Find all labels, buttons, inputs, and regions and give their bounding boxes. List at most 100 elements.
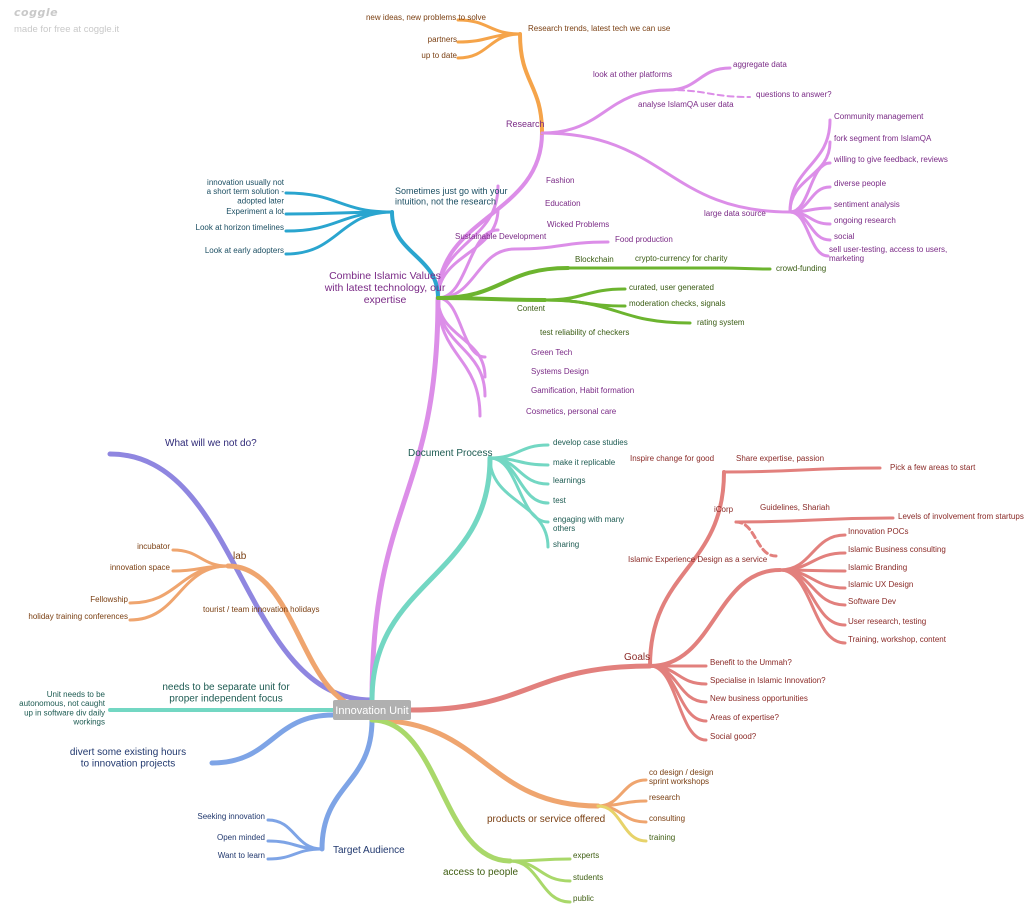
node-content[interactable]: Content xyxy=(517,304,546,313)
node-products[interactable]: products or service offered xyxy=(487,814,605,825)
node-wicked[interactable]: Wicked Problems xyxy=(547,220,609,229)
branch-link xyxy=(718,266,772,271)
node-learnings[interactable]: learnings xyxy=(553,476,585,485)
node-open[interactable]: Open minded xyxy=(217,833,265,842)
node-lab[interactable]: lab xyxy=(233,551,247,562)
node-crypto[interactable]: crypto-currency for charity xyxy=(635,254,727,263)
center-node[interactable]: Innovation Unit xyxy=(333,700,411,720)
node-fellowship[interactable]: Fellowship xyxy=(90,595,128,604)
node-incubator[interactable]: incubator xyxy=(137,542,170,551)
node-inspire[interactable]: Inspire change for good xyxy=(630,454,714,463)
node-target[interactable]: Target Audience xyxy=(333,845,405,856)
node-consulting[interactable]: consulting xyxy=(649,814,685,823)
node-sustainable[interactable]: Sustainable Development xyxy=(455,232,547,241)
node-sharing[interactable]: sharing xyxy=(553,540,579,549)
node-ux[interactable]: Islamic UX Design xyxy=(848,580,913,589)
node-moderation[interactable]: moderation checks, signals xyxy=(629,299,726,308)
node-large-data[interactable]: large data source xyxy=(704,209,766,218)
node-biz[interactable]: Islamic Business consulting xyxy=(848,545,946,554)
node-rating[interactable]: rating system xyxy=(697,318,745,327)
node-uptodate[interactable]: up to date xyxy=(421,51,457,60)
node-ixd[interactable]: Islamic Experience Design as a service xyxy=(628,555,768,564)
node-experiment[interactable]: Experiment a lot xyxy=(226,207,285,216)
node-test-rel[interactable]: test reliability of checkers xyxy=(540,328,629,337)
node-other-platforms[interactable]: look at other platforms xyxy=(593,70,672,79)
node-goals[interactable]: Goals xyxy=(624,652,650,663)
node-systems[interactable]: Systems Design xyxy=(531,367,589,376)
node-good[interactable]: Social good? xyxy=(710,732,757,741)
node-experts[interactable]: experts xyxy=(573,851,599,860)
node-willing[interactable]: willing to give feedback, reviews xyxy=(833,155,948,164)
node-training[interactable]: training xyxy=(649,833,675,842)
node-fork[interactable]: fork segment from IslamQA xyxy=(834,134,932,143)
node-diverse[interactable]: diverse people xyxy=(834,179,887,188)
node-research[interactable]: Research xyxy=(506,119,545,129)
node-partners[interactable]: partners xyxy=(428,35,457,44)
node-gamification[interactable]: Gamification, Habit formation xyxy=(531,386,634,395)
node-questions[interactable]: questions to answer? xyxy=(756,90,832,99)
node-testm[interactable]: test xyxy=(553,496,567,505)
node-doc[interactable]: Document Process xyxy=(408,448,492,459)
node-share-exp[interactable]: Share expertise, passion xyxy=(736,454,824,463)
node-training-w[interactable]: Training, workshop, content xyxy=(848,635,947,644)
node-not-do[interactable]: What will we not do? xyxy=(165,438,257,449)
node-analyse[interactable]: analyse IslamQA user data xyxy=(638,100,734,109)
node-seeking[interactable]: Seeking innovation xyxy=(197,812,265,821)
node-access[interactable]: access to people xyxy=(443,867,518,878)
node-green[interactable]: Green Tech xyxy=(531,348,572,357)
node-sell[interactable]: sell user-testing, access to users,marke… xyxy=(829,245,947,263)
node-community[interactable]: Community management xyxy=(834,112,924,121)
node-pocs[interactable]: Innovation POCs xyxy=(848,527,908,536)
node-learn[interactable]: Want to learn xyxy=(218,851,265,860)
branch-link xyxy=(666,66,732,92)
node-holiday[interactable]: holiday training conferences xyxy=(28,612,128,621)
node-blockchain[interactable]: Blockchain xyxy=(575,255,614,264)
node-branding[interactable]: Islamic Branding xyxy=(848,563,907,572)
node-research2[interactable]: research xyxy=(649,793,680,802)
node-levels[interactable]: Levels of involvement from startups xyxy=(898,512,1024,521)
node-tourist[interactable]: tourist / team innovation holidays xyxy=(203,605,320,614)
branch-link xyxy=(513,240,610,251)
node-specialise[interactable]: Specialise in Islamic Innovation? xyxy=(710,676,826,685)
node-replicable[interactable]: make it replicable xyxy=(553,458,616,467)
node-horizon[interactable]: Look at horizon timelines xyxy=(196,223,285,232)
node-fashion[interactable]: Fashion xyxy=(546,176,574,185)
node-case[interactable]: develop case studies xyxy=(553,438,628,447)
node-social[interactable]: social xyxy=(834,232,855,241)
node-ummah[interactable]: Benefit to the Ummah? xyxy=(710,658,792,667)
branch-link xyxy=(436,296,487,398)
node-crowd[interactable]: crowd-funding xyxy=(776,264,826,273)
node-ur[interactable]: User research, testing xyxy=(848,617,926,626)
node-aggregate[interactable]: aggregate data xyxy=(733,60,787,69)
node-areas[interactable]: Areas of expertise? xyxy=(710,713,779,722)
node-education[interactable]: Education xyxy=(545,199,581,208)
node-public[interactable]: public xyxy=(573,894,594,903)
branch-link xyxy=(648,568,782,668)
node-curated[interactable]: curated, user generated xyxy=(629,283,714,292)
node-students[interactable]: students xyxy=(573,873,603,882)
node-sentiment[interactable]: sentiment analysis xyxy=(834,200,900,209)
branch-link xyxy=(518,32,544,135)
node-space[interactable]: innovation space xyxy=(110,563,171,572)
node-guidelines[interactable]: Guidelines, Shariah xyxy=(760,503,830,512)
node-few-areas[interactable]: Pick a few areas to start xyxy=(890,463,976,472)
node-ongoing[interactable]: ongoing research xyxy=(834,216,896,225)
node-cosmetics[interactable]: Cosmetics, personal care xyxy=(526,407,617,416)
node-trends[interactable]: Research trends, latest tech we can use xyxy=(528,24,671,33)
node-new-ideas[interactable]: new ideas, new problems to solve xyxy=(366,13,487,22)
branch-link xyxy=(667,89,751,98)
node-icorp[interactable]: iCorp xyxy=(714,505,734,514)
node-dev[interactable]: Software Dev xyxy=(848,597,896,606)
node-newbiz[interactable]: New business opportunities xyxy=(710,694,808,703)
node-early[interactable]: Look at early adopters xyxy=(205,246,284,255)
node-food[interactable]: Food production xyxy=(615,235,673,244)
